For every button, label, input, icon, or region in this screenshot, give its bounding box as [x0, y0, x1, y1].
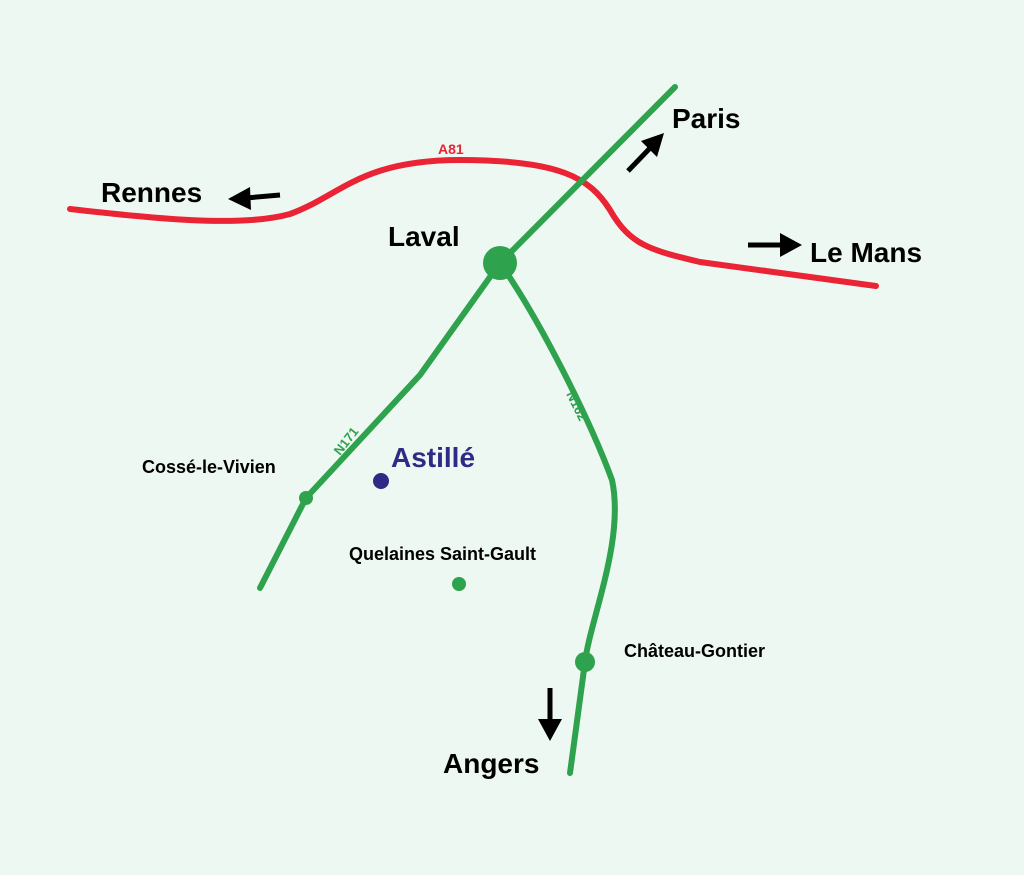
road-n171 — [257, 260, 503, 591]
label-quelaines: Quelaines Saint-Gault — [349, 544, 536, 564]
arrow-angers-icon — [538, 688, 562, 741]
road-n162-label: N162 — [563, 389, 590, 424]
laval-marker — [483, 246, 517, 280]
label-astille: Astillé — [391, 442, 475, 473]
label-chateau-gontier: Château-Gontier — [624, 641, 765, 661]
road-a81-label: A81 — [438, 141, 464, 157]
label-paris: Paris — [672, 103, 741, 134]
arrow-le-mans-icon — [748, 233, 802, 257]
arrow-paris-icon — [626, 133, 664, 173]
arrow-rennes-icon — [228, 187, 281, 210]
label-rennes: Rennes — [101, 177, 202, 208]
quelaines-marker — [452, 577, 466, 591]
chateau-gontier-marker — [575, 652, 595, 672]
cosse-marker — [299, 491, 313, 505]
label-cosse: Cossé-le-Vivien — [142, 457, 276, 477]
astille-marker — [373, 473, 389, 489]
label-le-mans: Le Mans — [810, 237, 922, 268]
road-a81 — [67, 157, 879, 289]
road-paris — [497, 84, 678, 266]
label-laval: Laval — [388, 221, 460, 252]
label-angers: Angers — [443, 748, 539, 779]
road-n162 — [497, 260, 618, 776]
